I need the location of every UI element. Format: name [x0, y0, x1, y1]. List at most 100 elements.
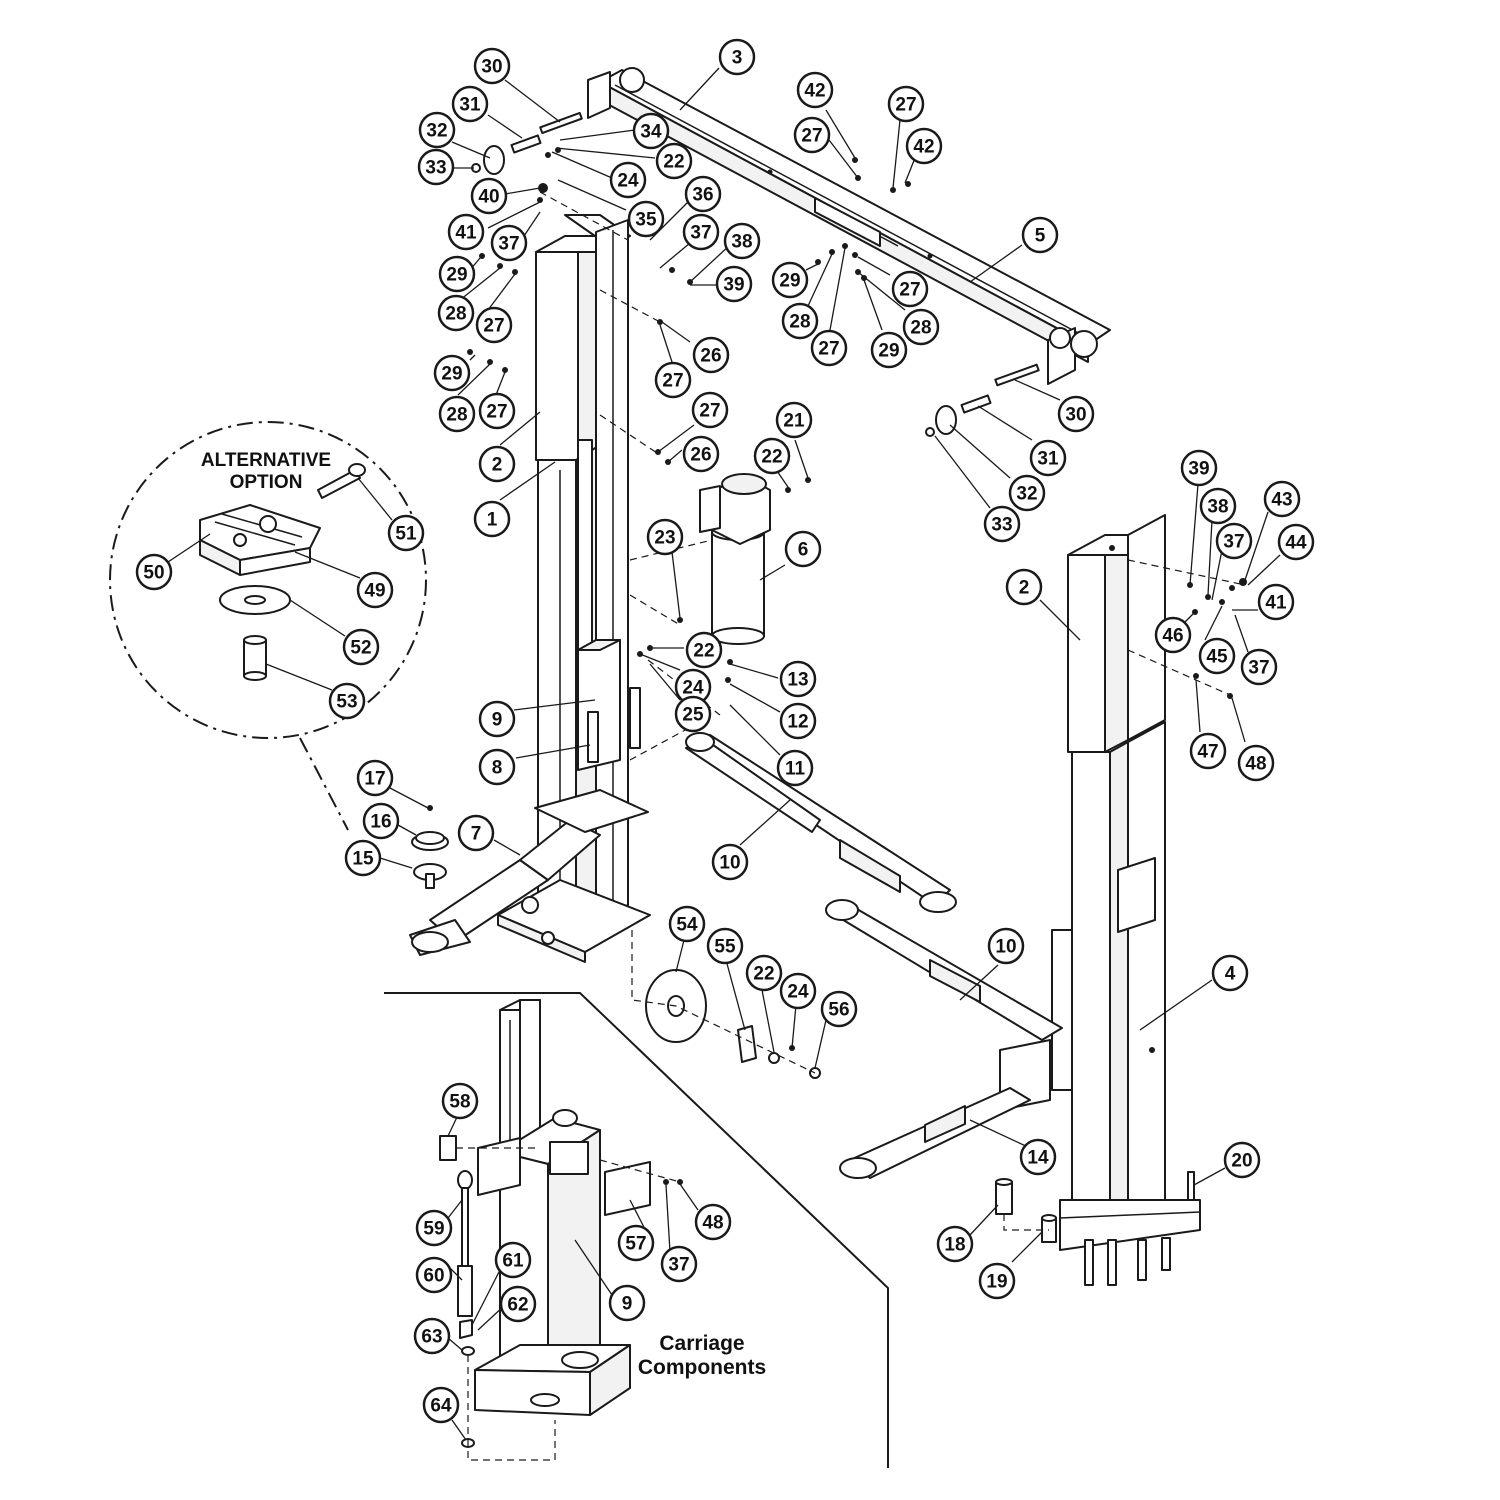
callout-40: 40 [470, 177, 508, 215]
callout-number: 13 [787, 670, 808, 691]
callout-29: 29 [433, 354, 471, 392]
callout-number: 15 [352, 849, 374, 870]
callout-1: 1 [473, 500, 511, 538]
callout-number: 1 [487, 510, 498, 531]
callout-number: 11 [785, 759, 806, 780]
callout-number: 60 [423, 1266, 444, 1287]
callout-number: 27 [818, 339, 839, 360]
callout-number: 36 [692, 185, 713, 206]
callout-number: 7 [471, 824, 482, 845]
callout-circle [682, 435, 720, 473]
callout-circle [344, 839, 382, 877]
callout-26: 26 [682, 435, 720, 473]
callout-53: 53 [328, 682, 366, 720]
callout-number: 20 [1231, 1151, 1252, 1172]
callout-number: 22 [761, 447, 782, 468]
callout-circle [457, 814, 495, 852]
callout-57: 57 [617, 1224, 655, 1262]
callout-number: 38 [1207, 497, 1228, 518]
left-carriage-arms [409, 639, 957, 956]
callout-number: 30 [481, 57, 502, 78]
alternative-option-label: ALTERNATIVE OPTION [201, 450, 331, 493]
callout-number: 55 [714, 937, 736, 958]
callout-number: 58 [449, 1092, 470, 1113]
callout-circle [674, 695, 712, 733]
sheave-left [471, 111, 583, 175]
callout-27: 27 [793, 116, 831, 154]
callout-circle [418, 111, 456, 149]
callout-circle [655, 142, 693, 180]
callout-9: 9 [478, 700, 516, 738]
callout-27: 27 [810, 329, 848, 367]
callout-30: 30 [1057, 395, 1095, 433]
callout-circle [891, 270, 929, 308]
callout-circle [870, 331, 908, 369]
callout-circle [706, 927, 744, 965]
callout-32: 32 [1008, 474, 1046, 512]
callout-circle [437, 294, 475, 332]
callout-circle [608, 1284, 646, 1322]
callout-35: 35 [627, 200, 665, 238]
motor-pump-unit [699, 473, 771, 645]
callout-number: 29 [441, 364, 462, 385]
callout-28: 28 [902, 308, 940, 346]
callout-48: 48 [694, 1203, 732, 1241]
callout-circle [711, 843, 749, 881]
callout-number: 39 [723, 275, 744, 296]
callout-number: 48 [1245, 754, 1266, 775]
callout-circle [422, 1386, 460, 1424]
callout-55: 55 [706, 927, 744, 965]
callout-number: 8 [492, 758, 503, 779]
callout-number: 42 [913, 137, 934, 158]
callout-circle [779, 702, 817, 740]
callout-number: 14 [1027, 1148, 1049, 1169]
callout-number: 37 [668, 1255, 689, 1276]
callout-circle [617, 1224, 655, 1262]
callout-17: 17 [356, 759, 394, 797]
callout-19: 19 [978, 1262, 1016, 1300]
callout-number: 37 [1223, 532, 1244, 553]
callout-circle [433, 354, 471, 392]
callout-circle [627, 200, 665, 238]
callout-number: 41 [1265, 593, 1287, 614]
callout-28: 28 [438, 395, 476, 433]
callout-circle [771, 261, 809, 299]
callout-number: 40 [478, 187, 499, 208]
callout-number: 6 [798, 540, 809, 561]
alternative-option-detail [109, 421, 427, 831]
callout-51: 51 [387, 514, 425, 552]
callout-number: 32 [426, 121, 447, 142]
sheave-right [925, 363, 1040, 437]
callout-number: 28 [446, 405, 467, 426]
callout-2: 2 [1005, 568, 1043, 606]
carriage-components-line2: Components [638, 1356, 766, 1379]
callout-number: 28 [445, 304, 466, 325]
callout-circle [691, 391, 729, 429]
callout-20: 20 [1223, 1141, 1261, 1179]
callout-29: 29 [870, 331, 908, 369]
callout-number: 28 [910, 318, 931, 339]
callout-circle [682, 213, 720, 251]
callout-number: 18 [944, 1235, 965, 1256]
callout-circle [718, 38, 756, 76]
callout-circle [646, 518, 684, 556]
callout-circle [745, 954, 783, 992]
callout-number: 10 [995, 937, 1016, 958]
callout-circle [775, 401, 813, 439]
callout-number: 64 [430, 1396, 452, 1417]
callout-circle [494, 1241, 532, 1279]
callout-number: 16 [370, 812, 391, 833]
callout-8: 8 [478, 748, 516, 786]
callout-58: 58 [441, 1082, 479, 1120]
callout-33: 33 [417, 148, 455, 186]
callout-48: 48 [1237, 744, 1275, 782]
callout-number: 41 [455, 223, 477, 244]
callout-number: 49 [364, 581, 385, 602]
callout-circle [793, 116, 831, 154]
callout-number: 29 [878, 341, 899, 362]
callout-circle [441, 1082, 479, 1120]
callout-43: 43 [1263, 480, 1301, 518]
callout-number: 61 [502, 1251, 524, 1272]
callout-circle [978, 1262, 1016, 1300]
